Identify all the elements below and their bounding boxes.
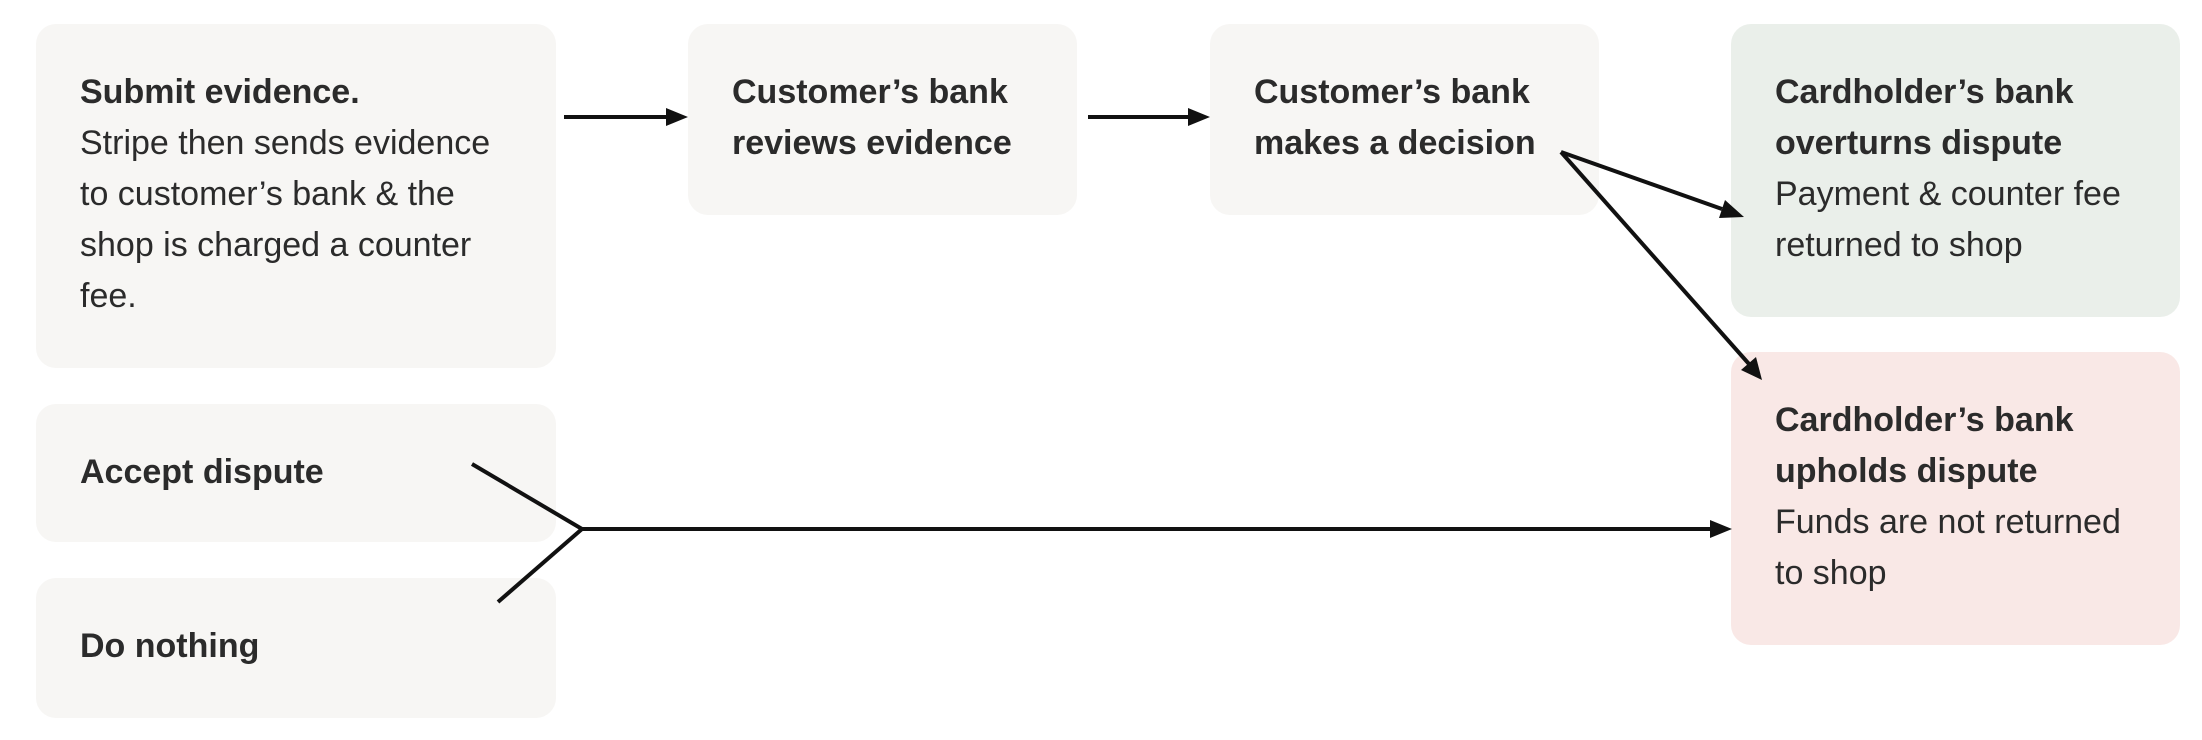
node-submit-evidence-body: Stripe then sends evidence to customer’s… — [80, 124, 491, 315]
node-bank-decision: Customer’s bank makes a decision — [1210, 24, 1599, 215]
node-accept-dispute: Accept dispute — [36, 404, 556, 542]
node-bank-overturns: Cardholder’s bank overturns dispute Paym… — [1731, 24, 2180, 317]
node-bank-overturns-title: Cardholder’s bank overturns dispute — [1775, 73, 2074, 162]
node-accept-dispute-title: Accept dispute — [80, 453, 324, 491]
arrow-submit-to-reviews — [564, 108, 688, 126]
node-bank-upholds-body: Funds are not returned to shop — [1775, 503, 2121, 592]
node-bank-upholds: Cardholder’s bank upholds dispute Funds … — [1731, 352, 2180, 645]
node-bank-decision-title: Customer’s bank makes a decision — [1254, 73, 1536, 162]
arrow-merge-to-upholds — [470, 462, 1732, 604]
node-bank-upholds-title: Cardholder’s bank upholds dispute — [1775, 401, 2074, 490]
node-do-nothing-title: Do nothing — [80, 627, 260, 665]
node-do-nothing: Do nothing — [36, 578, 556, 718]
node-bank-reviews: Customer’s bank reviews evidence — [688, 24, 1077, 215]
arrow-reviews-to-decision — [1088, 108, 1210, 126]
node-bank-overturns-body: Payment & counter fee returned to shop — [1775, 175, 2121, 264]
node-submit-evidence-title: Submit evidence. — [80, 73, 360, 111]
node-submit-evidence: Submit evidence. Stripe then sends evide… — [36, 24, 556, 368]
node-bank-reviews-title: Customer’s bank reviews evidence — [732, 73, 1012, 162]
